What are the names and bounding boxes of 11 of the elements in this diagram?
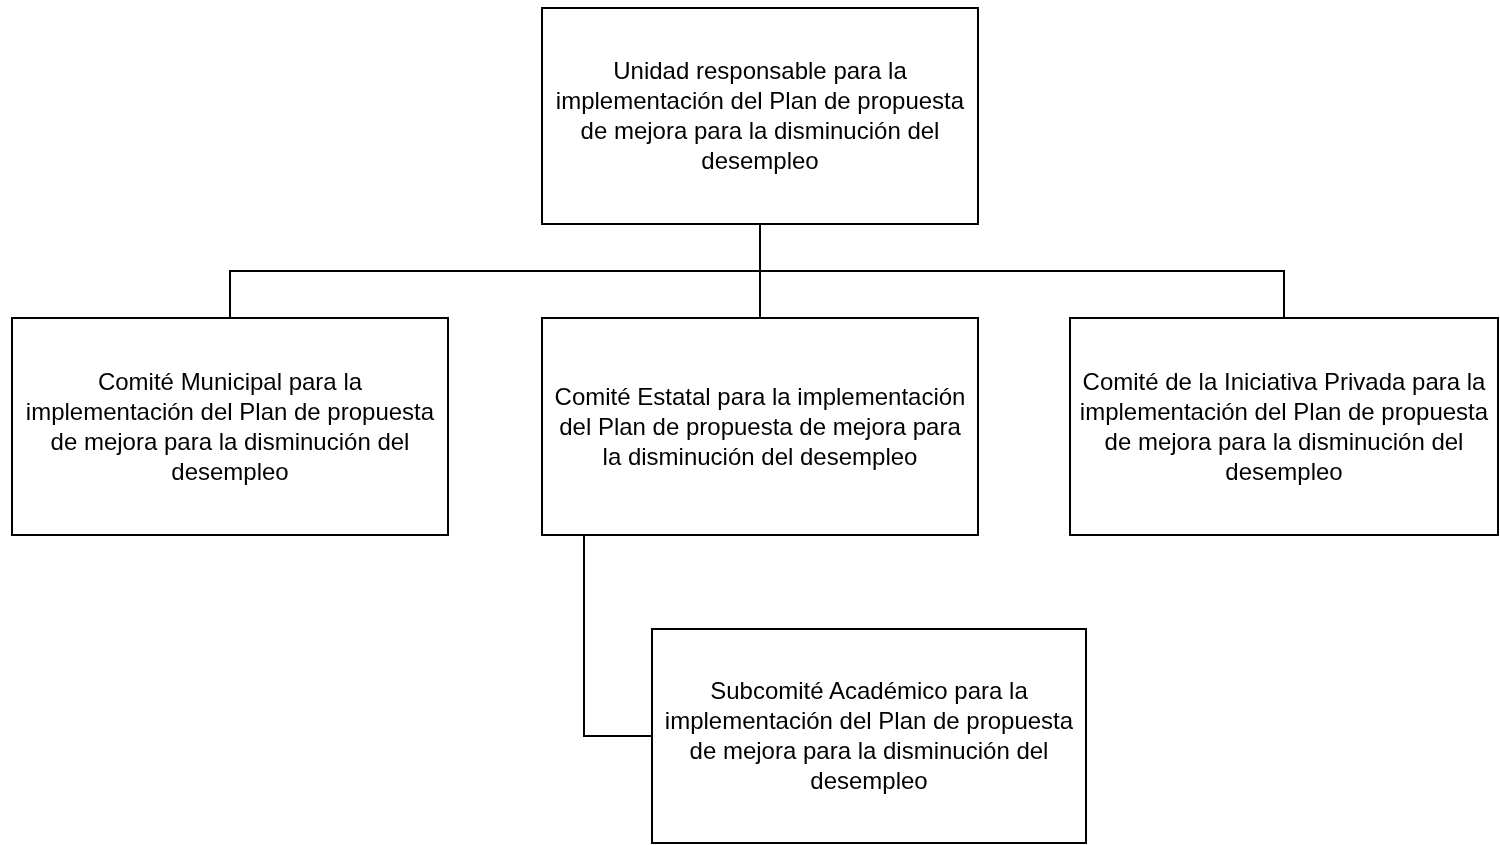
org-box	[541, 317, 979, 536]
box-text: Comité de la Iniciativa Privada para la implementación del Plan de propuesta de mejora para la disminución del desempleo	[1078, 366, 1490, 487]
org-box	[541, 7, 979, 225]
org-box	[1069, 317, 1499, 536]
box-text: Comité Estatal para la implementación del Plan de propuesta de mejora para la disminución del desempleo	[553, 381, 967, 472]
org-box	[651, 628, 1087, 844]
box-text: Unidad responsable para la implementación del Plan de propuesta de mejora para la disminución del desempleo	[554, 56, 966, 176]
box-text: Comité Municipal para la implementación del Plan de propuesta de mejora para la disminución del desempleo	[24, 366, 436, 487]
org-box	[11, 317, 449, 536]
connector-line	[583, 535, 652, 737]
box-text: Subcomité Académico para la implementación del Plan de propuesta de mejora para la disminución del desempleo	[663, 676, 1075, 796]
